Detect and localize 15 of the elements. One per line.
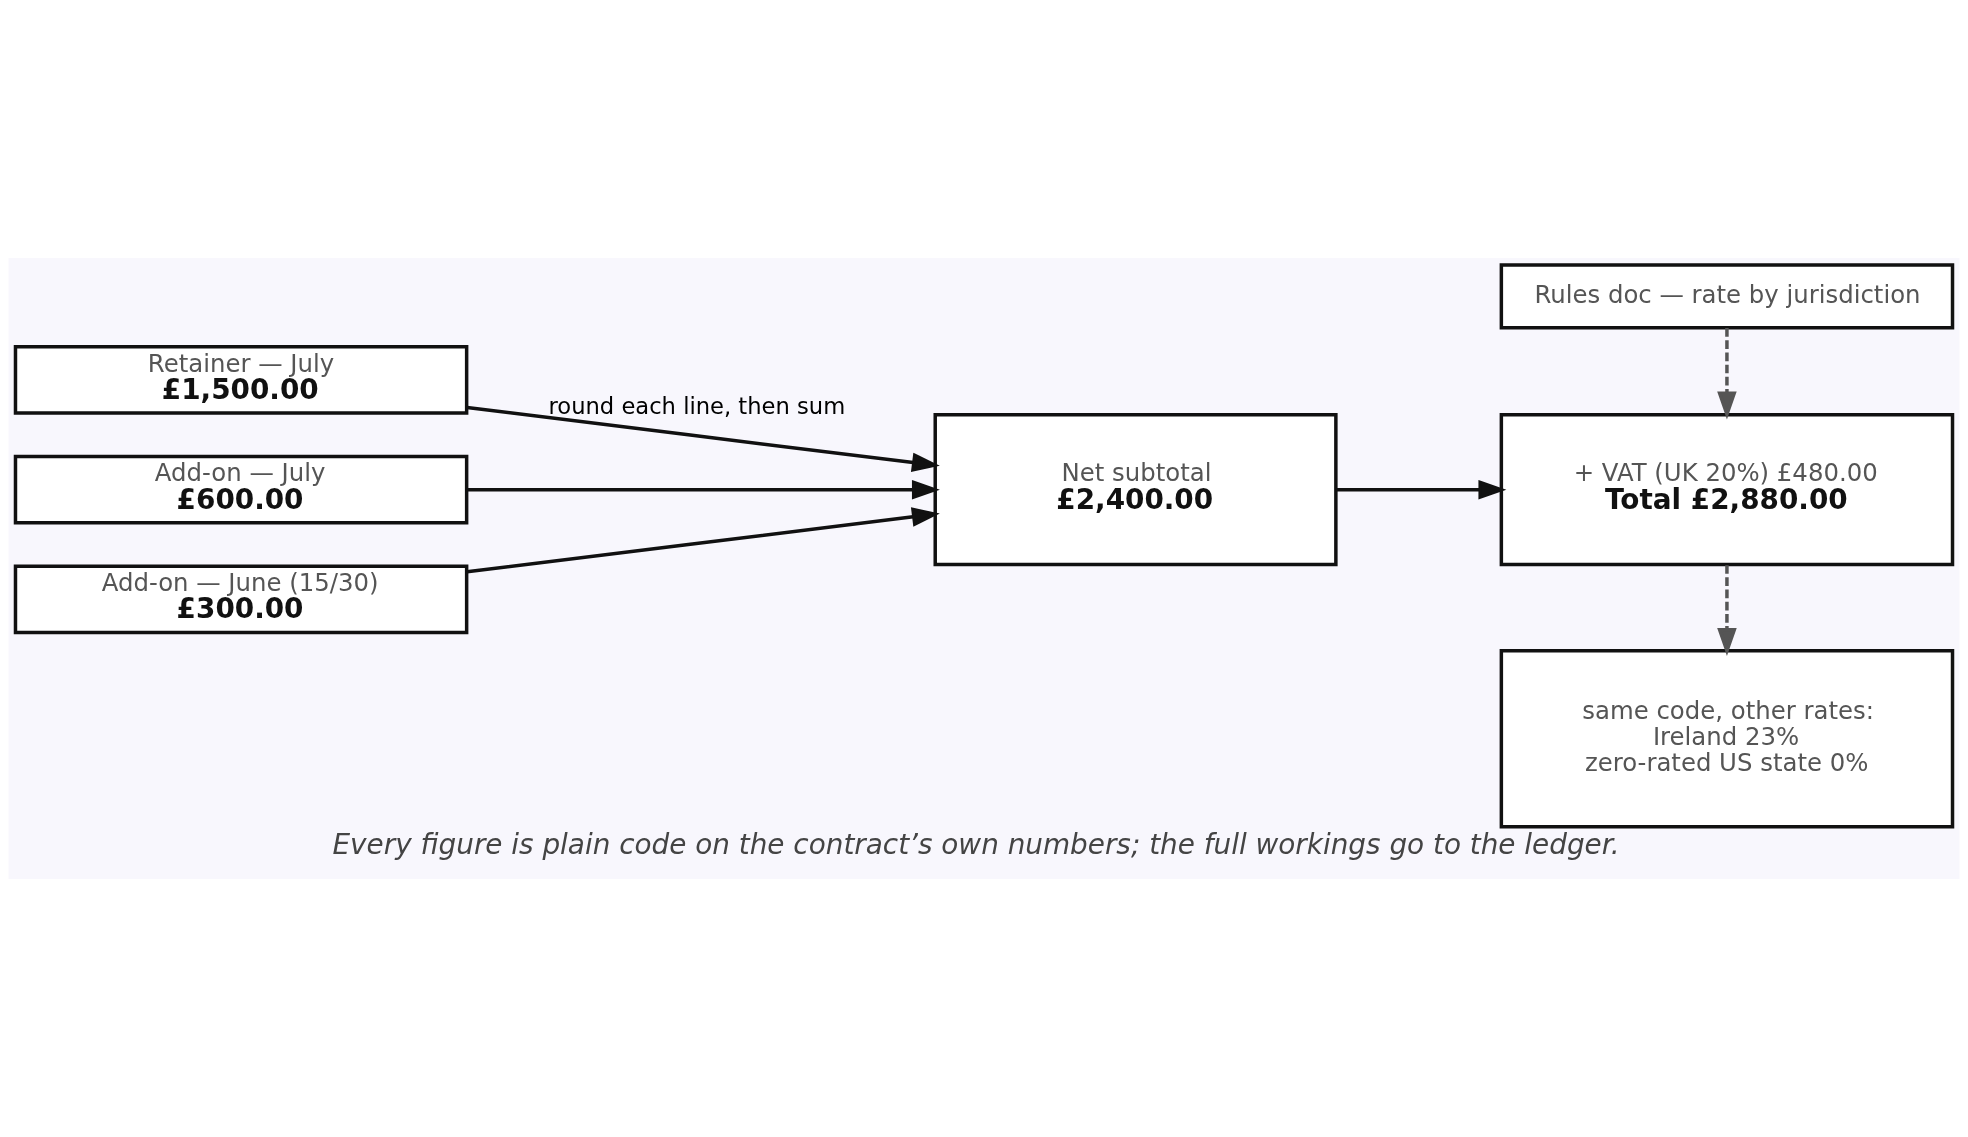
node-box: same code, other rates: Ireland 23% zero-rated US state 0% (1499, 649, 1955, 829)
arrow (1336, 479, 1507, 500)
arrow (466, 507, 940, 574)
arrow (467, 479, 940, 500)
arrow (466, 405, 940, 473)
caption: Every figure is plain code on the contract’s own numbers; the full workings go to the ledger. (332, 828, 1620, 862)
edge-label: round each line, then sum (548, 392, 846, 419)
node-box: Add-on — July £600.00 (13, 454, 469, 525)
arrow (1717, 565, 1737, 656)
node-box: Add-on — June (15/30) £300.00 (13, 564, 469, 635)
node-box: Retainer — July £1,500.00 (13, 345, 469, 415)
arrow (1717, 328, 1737, 420)
node-box: Net subtotal £2,400.00 (933, 413, 1338, 567)
node-box: Rules doc — rate by jurisdiction (1499, 263, 1955, 330)
node-box: + VAT (UK 20%) £480.00 Total £2,880.00 (1499, 413, 1955, 567)
